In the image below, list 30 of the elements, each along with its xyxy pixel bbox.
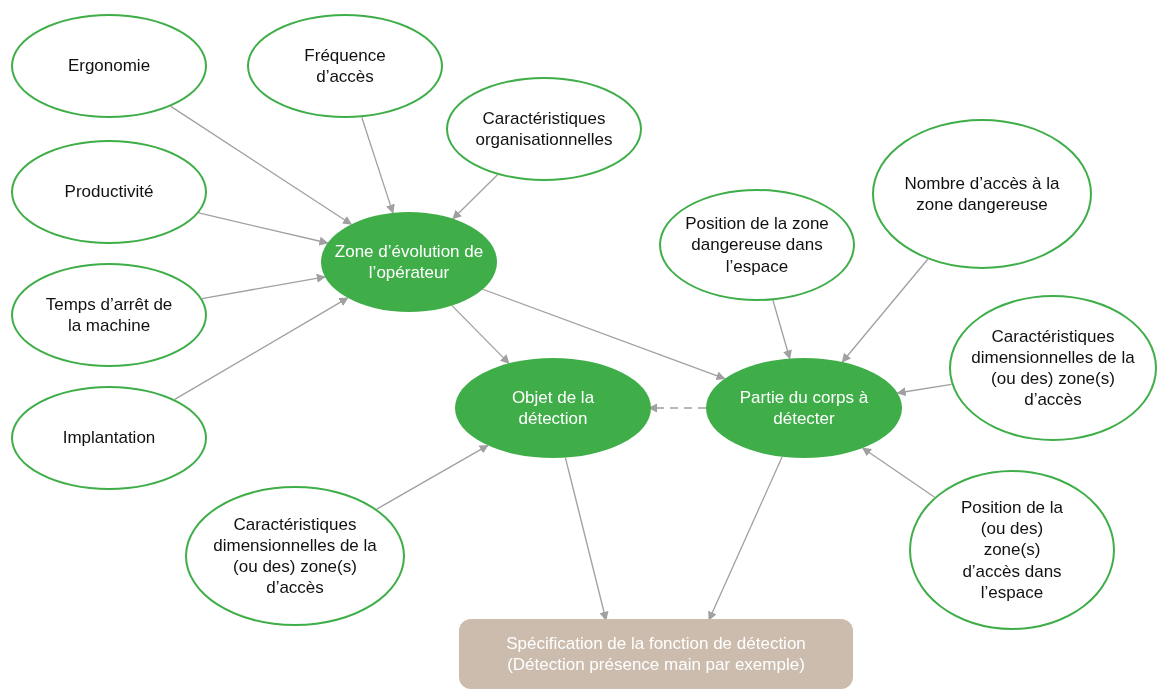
node-label: Implantation [62,427,156,449]
arrow [861,447,936,498]
node-label: Nombre d’accès à la zone dangereuse [903,172,1061,216]
result-box [459,619,853,689]
node-label: Partie du corps à détecter [738,386,870,430]
arrow [482,288,726,381]
node-label: Spécification de la fonction de détection (Détection présence main par exemple) [505,632,807,676]
node-label: Objet de la détection [510,386,596,430]
arrow [361,116,395,214]
arrow [896,383,953,397]
node-label: Caractéristiques dimensionnelles de la (ou des) zone(s) d’accès [970,325,1136,411]
arrow [841,258,929,363]
node-label: Temps d’arrêt de la machine [44,293,174,337]
node-label: Position de la zone dangereuse dans l’espace [684,213,830,277]
arrow [170,105,352,225]
node-label: Caractéristiques dimensionnelles de la (ou des) zone(s) d’accès [212,513,378,599]
arrow [772,299,792,360]
node-label: Zone d’évolution de l’opérateur [333,240,485,284]
arrow [174,297,349,401]
arrow [376,444,489,510]
node-label: Productivité [64,181,154,203]
arrow [451,304,510,364]
node-label: Caractéristiques organisationnelles [474,107,614,151]
node-label: Fréquence d’accès [303,44,387,88]
node-label: Position de la (ou des) zone(s) d’accès dans l’espace [959,496,1065,604]
arrow [452,174,499,220]
arrow [708,456,783,621]
node-label: Ergonomie [67,55,151,77]
arrow [564,456,609,621]
arrow [198,212,329,246]
